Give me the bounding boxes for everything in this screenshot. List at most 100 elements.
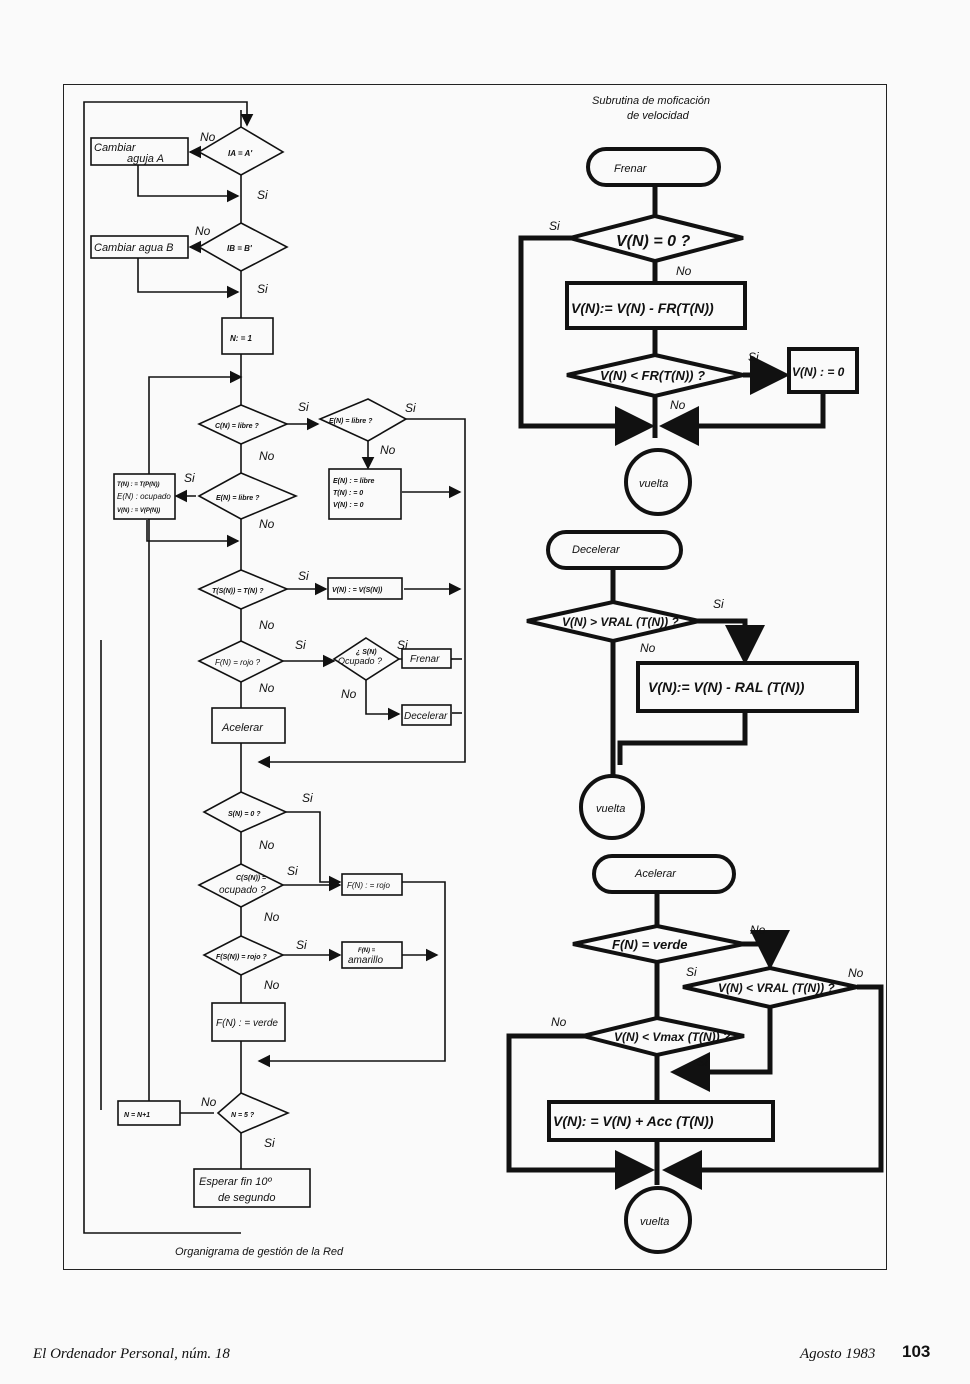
acelerar-assign-process <box>547 1100 775 1142</box>
f-amarillo-l2: amarillo <box>348 955 383 966</box>
si-label: Si <box>264 1136 275 1150</box>
verde-label: F(N) = verde <box>612 937 688 952</box>
e-libre-assign-l3: V(N) : = 0 <box>333 502 364 509</box>
no-label: No <box>259 618 275 632</box>
lt-label: V(N) < FR(T(N)) ? <box>600 368 705 383</box>
no-label: No <box>259 681 275 695</box>
f-amarillo-l1: F(N) = <box>358 948 376 954</box>
e-libre-q-label: E(N) = libre ? <box>329 418 373 425</box>
frenar-process <box>401 648 452 669</box>
no-label: No <box>676 264 692 278</box>
s-ocupado-decision <box>332 637 401 681</box>
si-label: Si <box>697 1055 708 1069</box>
no-label: No <box>195 224 211 238</box>
no-label: No <box>551 1015 567 1029</box>
frenar-end-label: vuelta <box>639 478 668 490</box>
c-libre-decision <box>197 404 290 445</box>
decelerar-assign-label: V(N):= V(N) - RAL (T(N)) <box>648 679 805 695</box>
vral-label: V(N) < VRAL (T(N)) ? <box>718 981 835 995</box>
ib-decision <box>197 222 289 272</box>
lt-decision <box>566 352 744 399</box>
no-label: No <box>640 641 656 655</box>
si-label: Si <box>296 938 307 952</box>
no-label: No <box>259 449 275 463</box>
decelerar-process <box>401 704 452 726</box>
frenar-label: Frenar <box>410 654 440 665</box>
journal-footer: El Ordenador Personal, núm. 18 <box>33 1346 230 1362</box>
decelerar-start <box>546 530 683 570</box>
si-label: Si <box>549 219 560 233</box>
acelerar-start-label: Acelerar <box>634 868 677 880</box>
date-footer: Agosto 1983 <box>800 1346 876 1362</box>
no-label: No <box>750 923 766 937</box>
ocupado-assign-l1: T(N) : = T(P(N)) <box>117 482 160 488</box>
n5-label: N = 5 ? <box>231 1112 255 1119</box>
acelerar-assign-label: V(N): = V(N) + Acc (T(N)) <box>553 1113 714 1129</box>
acelerar-subroutine <box>506 854 884 1254</box>
ia-decision <box>197 126 285 176</box>
n-inc-process <box>117 1100 181 1126</box>
ib-label: IB = B' <box>227 244 253 253</box>
n5-decision <box>216 1092 291 1134</box>
cambiar-b-process <box>90 235 189 259</box>
vs-assign-process <box>327 577 403 600</box>
cs-ocupado-l1: C(S(N)) = <box>236 875 266 882</box>
cambiar-a-line1: Cambiar <box>94 142 137 154</box>
no-label: No <box>380 443 396 457</box>
acelerar-start <box>592 854 736 894</box>
si-label: Si <box>748 350 759 364</box>
esperar-l2: de segundo <box>218 1192 276 1204</box>
c-libre-label: C(N) = libre ? <box>215 423 259 430</box>
main-caption: Organigrama de gestión de la Red <box>175 1246 344 1258</box>
f-rojo-label: F(N) = rojo ? <box>215 658 261 667</box>
zero-label: V(N) : = 0 <box>792 365 845 379</box>
si-label: Si <box>397 638 408 652</box>
decelerar-label: Decelerar <box>404 711 448 722</box>
si-label: Si <box>405 401 416 415</box>
frenar-assign-process <box>565 281 747 330</box>
vral-decision <box>682 965 858 1010</box>
esperar-process <box>193 1168 311 1208</box>
decelerar-end <box>579 774 645 840</box>
si-label: Si <box>686 965 697 979</box>
verde-decision <box>572 923 745 965</box>
si-label: Si <box>295 638 306 652</box>
esperar-l1: Esperar fin 10º <box>199 1176 272 1188</box>
fs-rojo-label: F(S(N)) = rojo ? <box>216 954 267 961</box>
e-libre2-decision <box>197 472 299 520</box>
si-label: Si <box>302 791 313 805</box>
no-label: No <box>670 398 686 412</box>
no-label: No <box>264 978 280 992</box>
ocupado-assign-l3: V(N) : = V(P(N)) <box>117 508 160 514</box>
subroutine-title: Subrutina de moficación de velocidad <box>592 95 710 122</box>
f-rojo-assign-process <box>341 873 403 896</box>
vmax-label: V(N) < Vmax (T(N)) ? <box>614 1030 731 1044</box>
no-label: No <box>341 687 357 701</box>
frenar-start-label: Frenar <box>614 163 648 175</box>
si-label: Si <box>298 569 309 583</box>
si-label: Si <box>298 400 309 414</box>
e-libre-decision <box>318 398 408 442</box>
page-number: 103 <box>902 1342 931 1361</box>
cs-ocupado-l2: ocupado ? <box>219 885 266 896</box>
n-inc-label: N = N+1 <box>124 1112 150 1119</box>
s-zero-label: S(N) = 0 ? <box>228 811 261 818</box>
decelerar-start-label: Decelerar <box>572 544 621 556</box>
n1-label: N: = 1 <box>230 334 253 343</box>
si-label: Si <box>287 864 298 878</box>
zero-process <box>787 347 859 394</box>
e-libre-assign-process <box>328 468 402 520</box>
ts-eq-label: T(S(N)) = T(N) ? <box>212 588 264 595</box>
decelerar-subroutine <box>526 530 859 840</box>
no-label: No <box>201 1095 217 1109</box>
decelerar-assign-process <box>636 661 859 713</box>
ocupado-assign-process <box>113 473 176 520</box>
no-label: No <box>848 966 864 980</box>
acelerar-process <box>211 707 286 744</box>
e-libre2-label: E(N) = libre ? <box>216 495 260 502</box>
vs-assign-label: V(N) : = V(S(N)) <box>332 587 383 594</box>
si-label: Si <box>257 188 268 202</box>
ia-label: IA = A' <box>228 149 253 158</box>
frenar-start <box>586 147 721 187</box>
e-libre-assign-l1: E(N) : = libre <box>333 478 375 485</box>
